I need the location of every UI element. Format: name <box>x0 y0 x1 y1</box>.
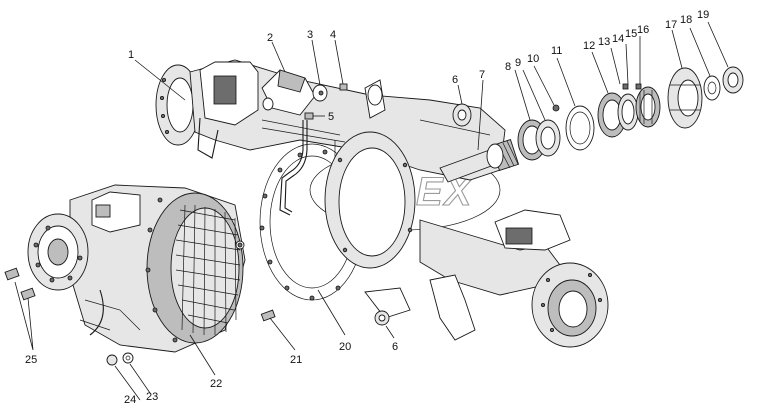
callout-labels: 1 2 3 4 5 6 6 7 8 9 10 11 12 13 14 15 16… <box>25 9 709 406</box>
callout-4: 4 <box>330 29 336 41</box>
leader-lines <box>14 21 729 401</box>
studs-part25 <box>4 267 36 301</box>
callout-17: 17 <box>665 19 677 31</box>
callout-5: 5 <box>328 111 334 123</box>
callout-13: 13 <box>598 36 610 48</box>
nut-part15 <box>635 83 642 90</box>
callout-18: 18 <box>680 14 692 26</box>
callout-9: 9 <box>515 57 521 69</box>
callout-15: 15 <box>625 28 637 40</box>
callout-8: 8 <box>505 61 511 73</box>
callout-12: 12 <box>583 40 595 52</box>
bolt-part5 <box>304 112 314 120</box>
callout-22: 22 <box>210 378 222 390</box>
callout-24: 24 <box>124 394 136 406</box>
callout-23: 23 <box>146 391 158 403</box>
callout-3: 3 <box>307 29 313 41</box>
callout-16: 16 <box>637 24 649 36</box>
callout-1: 1 <box>128 49 134 61</box>
callout-14: 14 <box>612 33 624 45</box>
callout-10: 10 <box>527 53 539 65</box>
callout-20: 20 <box>339 341 351 353</box>
callout-7: 7 <box>479 69 485 81</box>
callout-11: 11 <box>551 45 562 57</box>
callout-2: 2 <box>267 32 273 44</box>
part-bracket <box>261 69 316 116</box>
pin-part10 <box>552 104 560 112</box>
washer-part23 <box>122 352 134 364</box>
callout-19: 19 <box>697 9 709 21</box>
callout-6-lower: 6 <box>392 341 398 353</box>
washer-part18 <box>703 75 721 101</box>
nut-part24 <box>106 354 118 366</box>
callout-6-upper: 6 <box>452 74 458 86</box>
bolt-part4 <box>339 83 348 91</box>
bearing-part8 <box>517 119 561 161</box>
nut-part14 <box>622 83 629 90</box>
callout-21: 21 <box>290 354 302 366</box>
reduction-gearbox <box>27 184 246 353</box>
drive-pinion <box>439 138 520 183</box>
breather-tube <box>279 120 304 216</box>
flange-part17 <box>667 67 703 129</box>
housing-flange-gasket <box>259 131 416 301</box>
callout-25: 25 <box>25 354 37 366</box>
stud-part21 <box>260 309 276 322</box>
